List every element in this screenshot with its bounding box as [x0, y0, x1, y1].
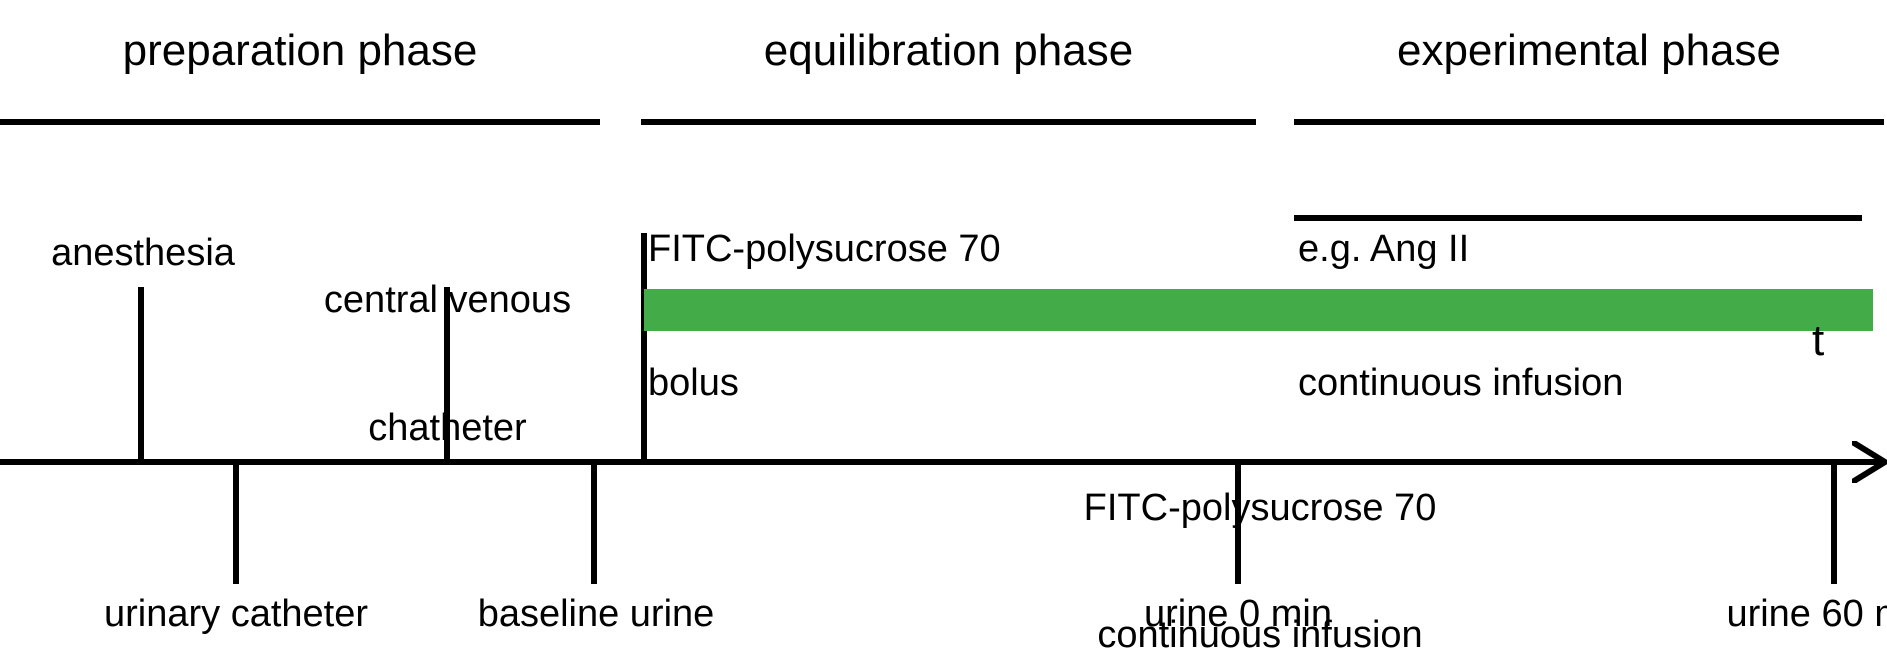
event-label-anesthesia: anesthesia	[51, 232, 235, 274]
phase-underline-equilibration	[641, 119, 1256, 125]
tick-central-venous-catheter	[444, 287, 450, 462]
infusion-caption-line2: continuous infusion	[1097, 614, 1423, 657]
phase-title-experimental: experimental phase	[1396, 26, 1781, 75]
tick-fitc-bolus	[641, 233, 647, 462]
annotation-fitc-bolus-line1: FITC-polysucrose 70	[648, 227, 1001, 270]
phase-underline-preparation	[0, 119, 600, 125]
tick-urinary-catheter	[233, 462, 239, 584]
tick-anesthesia	[138, 287, 144, 462]
annotation-fitc-bolus-line2: bolus	[648, 362, 739, 405]
event-label-central-venous-catheter-line1: central venous	[323, 279, 572, 322]
phase-title-preparation: preparation phase	[122, 26, 478, 75]
event-label-baseline-urine: baseline urine	[477, 593, 715, 635]
phase-underline-experimental	[1294, 119, 1884, 125]
tick-urine-0-min	[1235, 462, 1241, 584]
fitc-continuous-infusion-bar	[644, 289, 1873, 331]
infusion-caption: FITC-polysucrose 70 continuous infusion	[720, 274, 1800, 658]
axis-variable-label: t	[1812, 316, 1825, 365]
annotation-ang-ii-line2: continuous infusion	[1298, 362, 1624, 405]
annotation-fitc-bolus: FITC-polysucrose 70 bolus	[648, 137, 1001, 496]
event-label-urine-60-min: urine 60 min	[1726, 593, 1887, 635]
tick-urine-60-min	[1831, 462, 1837, 584]
axis-arrow-icon	[1852, 441, 1887, 483]
ang-ii-infusion-underline	[1294, 215, 1862, 221]
annotation-ang-ii-line1: e.g. Ang II	[1298, 227, 1470, 270]
infusion-caption-line1: FITC-polysucrose 70	[1083, 486, 1437, 529]
phase-title-equilibration: equilibration phase	[763, 26, 1134, 75]
event-label-urinary-catheter: urinary catheter	[103, 593, 368, 635]
time-axis-line	[0, 459, 1884, 465]
tick-baseline-urine	[591, 462, 597, 584]
annotation-ang-ii: e.g. Ang II continuous infusion	[1298, 137, 1623, 496]
event-label-urine-0-min: urine 0 min	[1144, 593, 1332, 635]
